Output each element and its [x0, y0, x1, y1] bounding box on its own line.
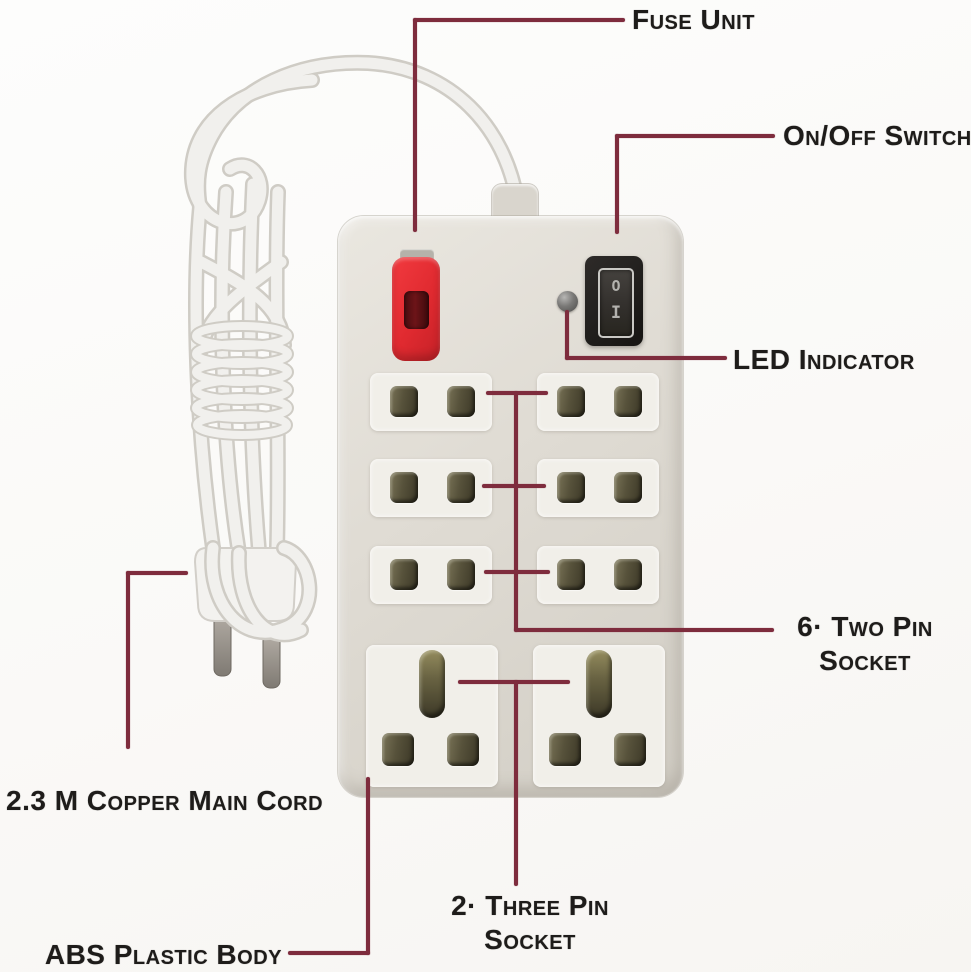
pin-hole [557, 472, 585, 503]
on-off-switch: O I [585, 256, 643, 346]
two-pin-socket [370, 546, 492, 604]
main-cord-label: 2.3 M Copper Main Cord [6, 785, 324, 816]
earth-pin-hole [419, 650, 445, 718]
pin-hole [390, 386, 418, 417]
two-pin-socket-label: 6· Two Pin Socket [772, 610, 958, 678]
callout-line-cord-h [126, 571, 188, 575]
two-pin-socket-label-line1: 6· Two Pin [797, 611, 933, 642]
pin-hole [549, 733, 581, 766]
three-pin-socket-label: 2· Three Pin Socket [451, 890, 609, 955]
callout-line-led-v [565, 310, 569, 360]
callout-line-twopin-h [514, 628, 774, 632]
pin-hole [614, 472, 642, 503]
callout-line-abs-h [288, 951, 370, 955]
callout-line-twopin-branch2 [482, 484, 546, 488]
rocker: O I [598, 268, 634, 338]
three-pin-socket [533, 645, 665, 787]
led-indicator-label: LED Indicator [733, 344, 915, 375]
callout-line-twopin-branch1 [486, 391, 548, 395]
callout-line-led-h [565, 356, 727, 360]
pin-hole [447, 386, 475, 417]
pin-hole [614, 386, 642, 417]
rocker-off-symbol: O [611, 277, 621, 295]
callout-line-fuse-v [413, 18, 417, 232]
plug-pin [262, 633, 281, 689]
callout-line-twopin-v [514, 391, 518, 632]
two-pin-socket [537, 459, 659, 517]
abs-plastic-body-label: ABS Plastic Body [44, 939, 282, 970]
pin-hole [557, 386, 585, 417]
pin-hole [557, 559, 585, 590]
pin-hole [390, 472, 418, 503]
callout-line-threepin-v [514, 680, 518, 886]
two-pin-socket [537, 546, 659, 604]
on-off-switch-label: On/Off Switch [783, 120, 971, 151]
rocker-on-symbol: I [610, 303, 622, 323]
pin-hole [614, 559, 642, 590]
callout-line-twopin-branch3 [484, 570, 550, 574]
three-pin-socket [366, 645, 498, 787]
two-pin-socket [537, 373, 659, 431]
fuse-slot [404, 291, 429, 329]
pin-hole [382, 733, 414, 766]
callout-line-cord-v [126, 571, 130, 749]
pin-hole [614, 733, 646, 766]
fuse-body [392, 257, 440, 361]
callout-line-switch-h [615, 134, 775, 138]
led-indicator [557, 291, 578, 312]
two-pin-socket [370, 459, 492, 517]
pin-hole [447, 733, 479, 766]
earth-pin-hole [586, 650, 612, 718]
callout-line-fuse-h [413, 18, 625, 22]
pin-hole [390, 559, 418, 590]
fuse-unit-label: Fuse Unit [632, 4, 755, 35]
pin-hole [447, 472, 475, 503]
callout-line-switch-v [615, 134, 619, 234]
callout-line-abs-v [366, 777, 370, 955]
pin-hole [447, 559, 475, 590]
strip-body: O I [338, 216, 683, 797]
two-pin-socket-label-line2: Socket [819, 645, 911, 676]
two-pin-socket [370, 373, 492, 431]
